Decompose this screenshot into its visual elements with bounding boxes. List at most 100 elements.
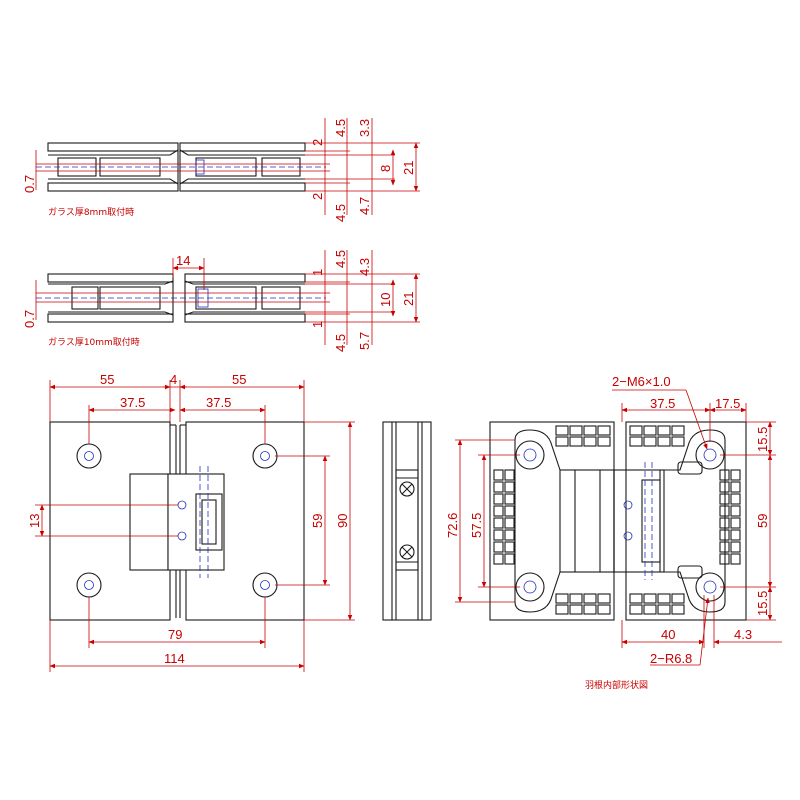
- rib-cell: [657, 425, 671, 436]
- dim-8: 8: [378, 165, 393, 172]
- dim-59-front: 59: [310, 514, 325, 528]
- internal-view: 2−M6×1.0 37.5 17.5 15.5 59 15.5: [445, 374, 782, 691]
- rib-cell: [555, 604, 569, 615]
- rib-cell: [629, 425, 643, 436]
- thread-callout: 2−M6×1.0: [612, 374, 671, 389]
- rib-cell: [493, 529, 504, 541]
- rib-cell: [671, 436, 685, 447]
- rib-cell: [555, 436, 569, 447]
- rib-cell: [597, 436, 611, 447]
- rib-cell: [643, 425, 657, 436]
- rib-cell: [719, 517, 730, 529]
- rib-cell: [730, 553, 741, 565]
- dim-4-5-top-8: 4.5: [333, 119, 348, 137]
- rib-cell: [730, 541, 741, 553]
- rib-cell: [719, 469, 730, 481]
- dim-4-7: 4.7: [357, 197, 372, 215]
- dims-internal: 2−M6×1.0 37.5 17.5 15.5 59 15.5: [445, 374, 782, 691]
- rib-cell: [597, 425, 611, 436]
- rib-cell: [569, 436, 583, 447]
- rib-cell: [504, 469, 515, 481]
- dims-8mm: 4.5 3.3 2 8 21 2 4.5 4.7 0.7 ガラス厚8mm取付時: [22, 118, 420, 222]
- dim-10: 10: [378, 293, 393, 307]
- rib-cell: [657, 436, 671, 447]
- left-leaf-ribs: [493, 425, 611, 615]
- dim-21-10: 21: [401, 292, 416, 306]
- dim-90: 90: [335, 514, 350, 528]
- rib-cell: [597, 604, 611, 615]
- dim-55-right: 55: [232, 372, 246, 387]
- rib-cell: [504, 517, 515, 529]
- rib-cell: [569, 604, 583, 615]
- rib-cell: [504, 505, 515, 517]
- rib-cell: [643, 604, 657, 615]
- dim-37-5-left: 37.5: [120, 395, 145, 410]
- right-leaf-ribs: [629, 425, 741, 615]
- dim-59-internal: 59: [755, 514, 770, 528]
- hinge-front: [49, 421, 305, 621]
- dim-4-3-10: 4.3: [357, 258, 372, 276]
- dim-15-5-bot: 15.5: [755, 591, 770, 616]
- rib-cell: [504, 541, 515, 553]
- rib-cell: [730, 481, 741, 493]
- rib-cell: [629, 593, 643, 604]
- rib-cell: [671, 425, 685, 436]
- dim-17-5: 17.5: [715, 396, 740, 411]
- rib-cell: [504, 529, 515, 541]
- rib-cell: [730, 517, 741, 529]
- dim-57-5: 57.5: [469, 513, 484, 538]
- side-screw-top: [399, 481, 415, 497]
- dim-0-7-10: 0.7: [22, 310, 37, 328]
- rib-cell: [555, 425, 569, 436]
- dim-40: 40: [661, 627, 675, 642]
- dim-4-3-internal: 4.3: [734, 627, 752, 642]
- dim-2-top-8: 2: [310, 139, 325, 146]
- top-view-10mm: 14 4.5 4.3 1 10 21 1 4.5 5.7 0.7 ガラス厚10m…: [22, 250, 420, 352]
- rib-cell: [504, 553, 515, 565]
- top-view-8mm: 4.5 3.3 2 8 21 2 4.5 4.7 0.7 ガラス厚8mm取付時: [22, 118, 420, 222]
- rib-cell: [493, 505, 504, 517]
- rib-cell: [583, 604, 597, 615]
- side-view: [382, 421, 432, 621]
- rib-cell: [493, 517, 504, 529]
- rib-cell: [643, 593, 657, 604]
- rib-cell: [583, 436, 597, 447]
- rib-cell: [629, 436, 643, 447]
- rib-cell: [730, 529, 741, 541]
- rib-cell: [493, 481, 504, 493]
- caption-10mm: ガラス厚10mm取付時: [48, 337, 140, 348]
- rib-cell: [671, 604, 685, 615]
- dim-13: 13: [27, 514, 42, 528]
- dim-55-left: 55: [100, 372, 114, 387]
- rib-cell: [583, 593, 597, 604]
- rib-cell: [493, 553, 504, 565]
- hinge-plan-8mm: [36, 142, 330, 192]
- front-view: 55 4 55 37.5 37.5 13 59 90: [27, 372, 355, 672]
- rib-cell: [719, 541, 730, 553]
- dim-15-5-top: 15.5: [755, 427, 770, 452]
- rib-cell: [657, 593, 671, 604]
- dim-3-3: 3.3: [357, 119, 372, 137]
- dim-37-5-right: 37.5: [206, 395, 231, 410]
- rib-cell: [493, 493, 504, 505]
- dim-21-8: 21: [401, 161, 416, 175]
- rib-cell: [643, 436, 657, 447]
- dim-0-7-8: 0.7: [22, 175, 37, 193]
- rib-cell: [671, 593, 685, 604]
- side-screw-bottom: [399, 544, 415, 560]
- hinge-plan-10mm: [36, 273, 330, 323]
- dims-front: 55 4 55 37.5 37.5 13 59 90: [27, 372, 355, 672]
- dim-2-bot-8: 2: [310, 193, 325, 200]
- left-leaf: [489, 421, 615, 621]
- dim-114: 114: [164, 651, 185, 666]
- dim-72-6: 72.6: [445, 513, 460, 538]
- dim-37-5-internal: 37.5: [650, 396, 675, 411]
- dim-4-5-bot-8: 4.5: [333, 204, 348, 222]
- radius-callout: 2−R6.8: [650, 651, 692, 666]
- right-leaf: [613, 421, 747, 621]
- rib-cell: [597, 593, 611, 604]
- rib-cell: [657, 604, 671, 615]
- dim-4-5-top-10: 4.5: [333, 250, 348, 268]
